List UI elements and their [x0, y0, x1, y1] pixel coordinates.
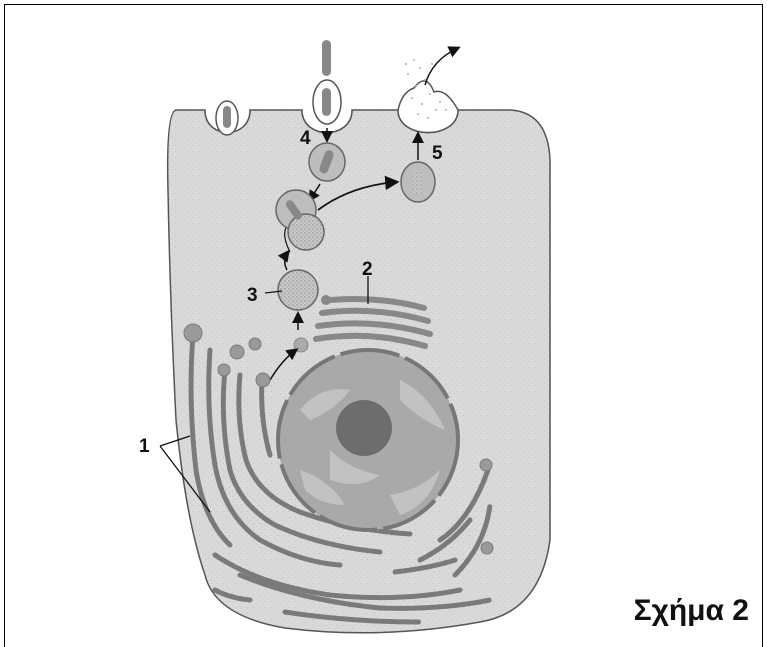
label-2: 2 [362, 259, 373, 280]
label-5: 5 [432, 143, 443, 164]
exocytosis-release [398, 48, 458, 133]
label-3: 3 [247, 285, 258, 306]
label-1: 1 [139, 436, 150, 457]
label-4: 4 [300, 128, 311, 149]
nucleolus [336, 400, 392, 456]
nucleus [278, 350, 458, 530]
endocytic-pit-middle [302, 40, 352, 133]
figure-caption: Σχήμα 2 [634, 594, 749, 628]
